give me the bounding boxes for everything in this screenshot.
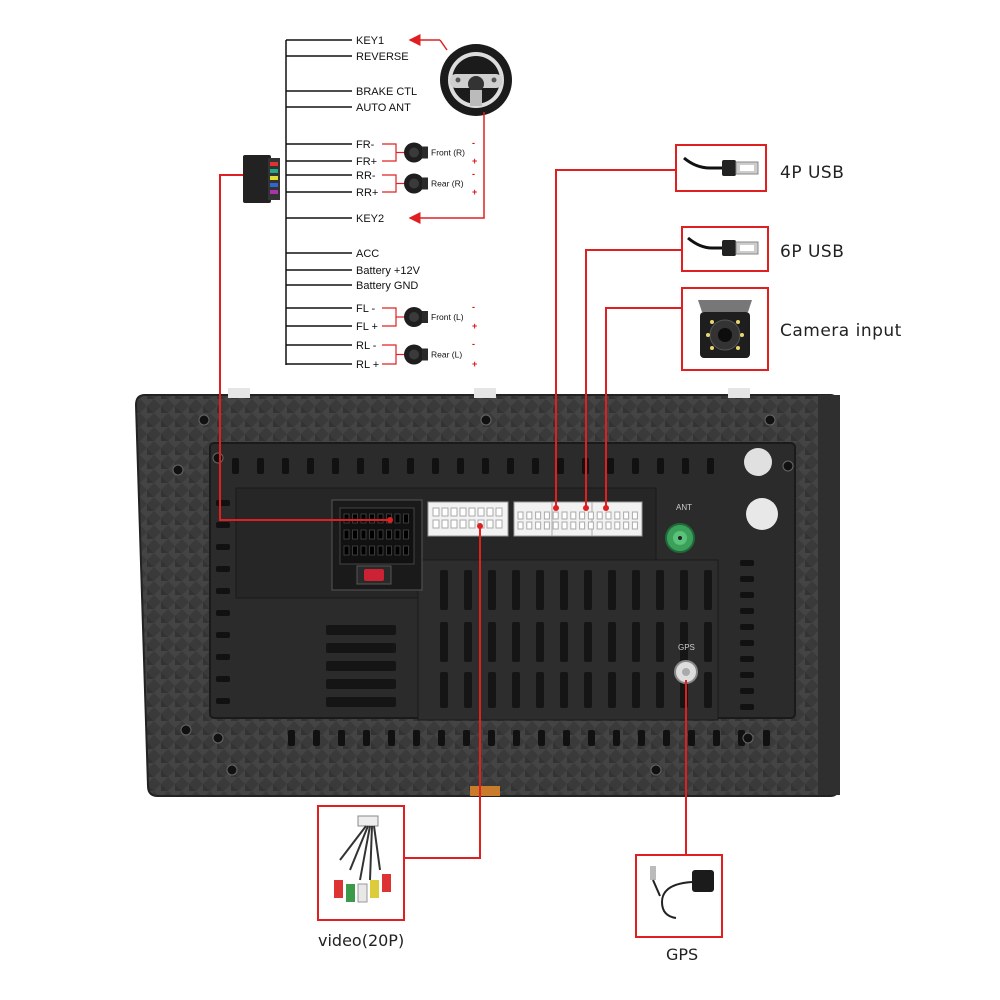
speaker-label-rear_l: Rear (L) [431, 350, 462, 360]
wire-label-rl_minus: RL - [356, 340, 377, 352]
wire-acc: ACC [286, 248, 379, 260]
polarity-minus: - [472, 138, 475, 148]
wire-label-acc: ACC [356, 248, 379, 260]
speakers: Front (R)-+Rear (R)-+Front (L)-+Rear (L)… [382, 138, 477, 369]
sticker [746, 498, 778, 530]
main-harness-connector [331, 499, 423, 591]
polarity-plus: + [472, 321, 477, 331]
wire-label-autoant: AUTO ANT [356, 102, 411, 114]
wire-gnd: Battery GND [286, 280, 418, 292]
wire-rl_minus: RL - [286, 340, 377, 352]
wire-fr_plus: FR+ [286, 156, 377, 168]
wire-fl_minus: FL - [286, 303, 375, 315]
wire-label-reverse: REVERSE [356, 51, 409, 63]
usb-4p-label: 4P USB [780, 163, 844, 183]
wire-label-key1: KEY1 [356, 35, 384, 47]
gps-label: GPS [666, 945, 698, 964]
speaker-icon [404, 142, 428, 163]
wire-rl_plus: RL + [286, 359, 379, 371]
wire-label-fr_plus: FR+ [356, 156, 377, 168]
camera-label: Camera input [780, 321, 902, 341]
video-connector [427, 501, 509, 537]
speaker-rear_l: Rear (L)- + [382, 339, 477, 369]
wire-fr_minus: FR- [286, 139, 375, 151]
gps-antenna-box [635, 854, 723, 938]
polarity-plus: + [472, 359, 477, 369]
wire-battery: Battery +12V [286, 265, 421, 277]
steering-wheel-icon [440, 44, 512, 116]
wire-rr_plus: RR+ [286, 187, 378, 199]
polarity-plus: + [472, 156, 477, 166]
wire-key1: KEY1 [286, 35, 384, 47]
wire-rr_minus: RR- [286, 170, 376, 182]
sticker [744, 448, 772, 476]
speaker-rear_r: Rear (R)- + [382, 169, 477, 197]
wire-label-rr_minus: RR- [356, 170, 376, 182]
speaker-front_r: Front (R)- + [382, 138, 477, 166]
ant-label: ANT [676, 503, 692, 512]
screws [172, 414, 794, 776]
wire-label-rr_plus: RR+ [356, 187, 378, 199]
polarity-plus: + [472, 187, 477, 197]
head-unit-back: ANT GPS [134, 388, 840, 797]
speaker-icon [404, 344, 428, 365]
speaker-label-rear_r: Rear (R) [431, 179, 464, 189]
gps-antenna-icon [650, 866, 714, 919]
wire-brake: BRAKE CTL [286, 86, 417, 98]
wire-label-battery: Battery +12V [356, 265, 421, 277]
camera-box [681, 287, 769, 371]
wire-label-brake: BRAKE CTL [356, 86, 417, 98]
video-cable-box [317, 805, 405, 921]
antenna-port: ANT [665, 503, 695, 553]
wire-label-rl_plus: RL + [356, 359, 379, 371]
usb-6p-label: 6P USB [780, 242, 844, 262]
video-label: video(20P) [318, 931, 404, 950]
wire-label-fl_minus: FL - [356, 303, 375, 315]
speaker-label-front_l: Front (L) [431, 312, 464, 322]
polarity-minus: - [472, 339, 475, 349]
wire-reverse: REVERSE [286, 51, 409, 63]
speaker-front_l: Front (L)- + [382, 302, 477, 331]
wire-autoant: AUTO ANT [286, 102, 411, 114]
wire-label-gnd: Battery GND [356, 280, 418, 292]
wire-fl_plus: FL + [286, 321, 378, 333]
polarity-minus: - [472, 169, 475, 179]
wire-label-key2: KEY2 [356, 213, 384, 225]
steering-key-wires [408, 34, 485, 224]
connector-pins [343, 513, 409, 556]
camera-icon [698, 300, 752, 358]
connection-lines [219, 169, 687, 859]
wire-label-fl_plus: FL + [356, 321, 378, 333]
speaker-icon [404, 173, 428, 194]
wire-label-fr_minus: FR- [356, 139, 375, 151]
usb-camera-connectors [513, 501, 643, 537]
speaker-icon [404, 307, 428, 327]
polarity-minus: - [472, 302, 475, 312]
speaker-label-front_r: Front (R) [431, 148, 465, 158]
wire-key2: KEY2 [286, 213, 384, 225]
usb-4p-box [675, 144, 767, 192]
gps-port: GPS [674, 643, 698, 684]
fuse-icon [364, 569, 384, 581]
usb-6p-box [681, 226, 769, 272]
rca-cable-icon [334, 815, 391, 903]
vent-slots [216, 458, 770, 746]
harness-plug-icon [243, 155, 280, 203]
gps-port-label: GPS [678, 643, 695, 652]
